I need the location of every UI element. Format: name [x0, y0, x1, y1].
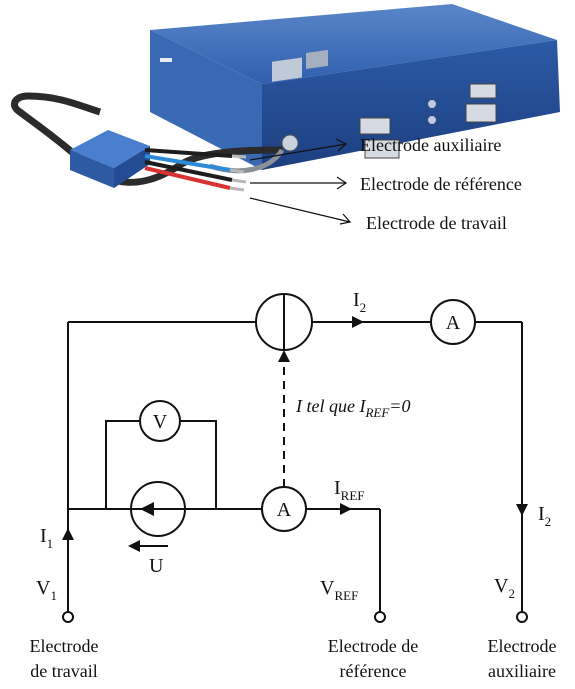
- ammeter-top: A: [430, 299, 476, 345]
- label-i2-top: I2: [353, 289, 366, 315]
- potentiostat-unit: [150, 4, 560, 170]
- terminal-travail: [62, 611, 74, 623]
- arrow-i2-top: [352, 316, 364, 328]
- svg-text:V: V: [153, 411, 168, 433]
- control-arrow: [278, 350, 290, 362]
- callout-working-electrode: Electrode de travail: [366, 213, 507, 233]
- circuit-wires: [67, 321, 523, 612]
- arrow-i1: [62, 528, 74, 540]
- callout-arrows: [249, 138, 352, 225]
- electrode-travail-line1: Electrode: [30, 636, 99, 656]
- callout-reference-electrode: Electrode de référence: [360, 174, 522, 194]
- callout-auxiliary-electrode: Electrode auxiliaire: [360, 135, 501, 155]
- label-v1: V1: [36, 577, 57, 603]
- label-v2: V2: [494, 575, 515, 601]
- current-source: [255, 293, 313, 351]
- label-vref: VREF: [320, 577, 358, 603]
- arrow-i2-right: [516, 504, 528, 516]
- electrode-reference-line2: référence: [340, 661, 407, 681]
- terminals: [62, 611, 528, 623]
- terminal-reference: [374, 611, 386, 623]
- voltmeter: V: [139, 400, 181, 442]
- electrode-leads: [144, 148, 247, 192]
- cable: [11, 92, 283, 186]
- label-i1: I1: [40, 525, 53, 551]
- terminal-auxiliaire: [516, 611, 528, 623]
- svg-text:A: A: [446, 312, 461, 334]
- electrode-auxiliaire-line1: Electrode: [488, 636, 557, 656]
- control-condition-note: I tel que IREF=0: [295, 396, 410, 420]
- electrode-travail-line2: de travail: [30, 661, 97, 681]
- svg-text:A: A: [277, 499, 292, 521]
- electrode-auxiliaire-line2: auxiliaire: [488, 661, 556, 681]
- u-voltage-arrow: [128, 540, 168, 552]
- electrode-reference-line1: Electrode de: [328, 636, 418, 656]
- label-iref: IREF: [334, 477, 365, 503]
- potentiostat-photo: [11, 4, 560, 192]
- current-arrows: [62, 316, 528, 540]
- label-i2-right: I2: [538, 503, 551, 529]
- voltage-source: [130, 481, 186, 537]
- label-u: U: [149, 555, 164, 577]
- ammeter-mid: A: [261, 486, 307, 532]
- cell-adapter-box: [70, 130, 150, 188]
